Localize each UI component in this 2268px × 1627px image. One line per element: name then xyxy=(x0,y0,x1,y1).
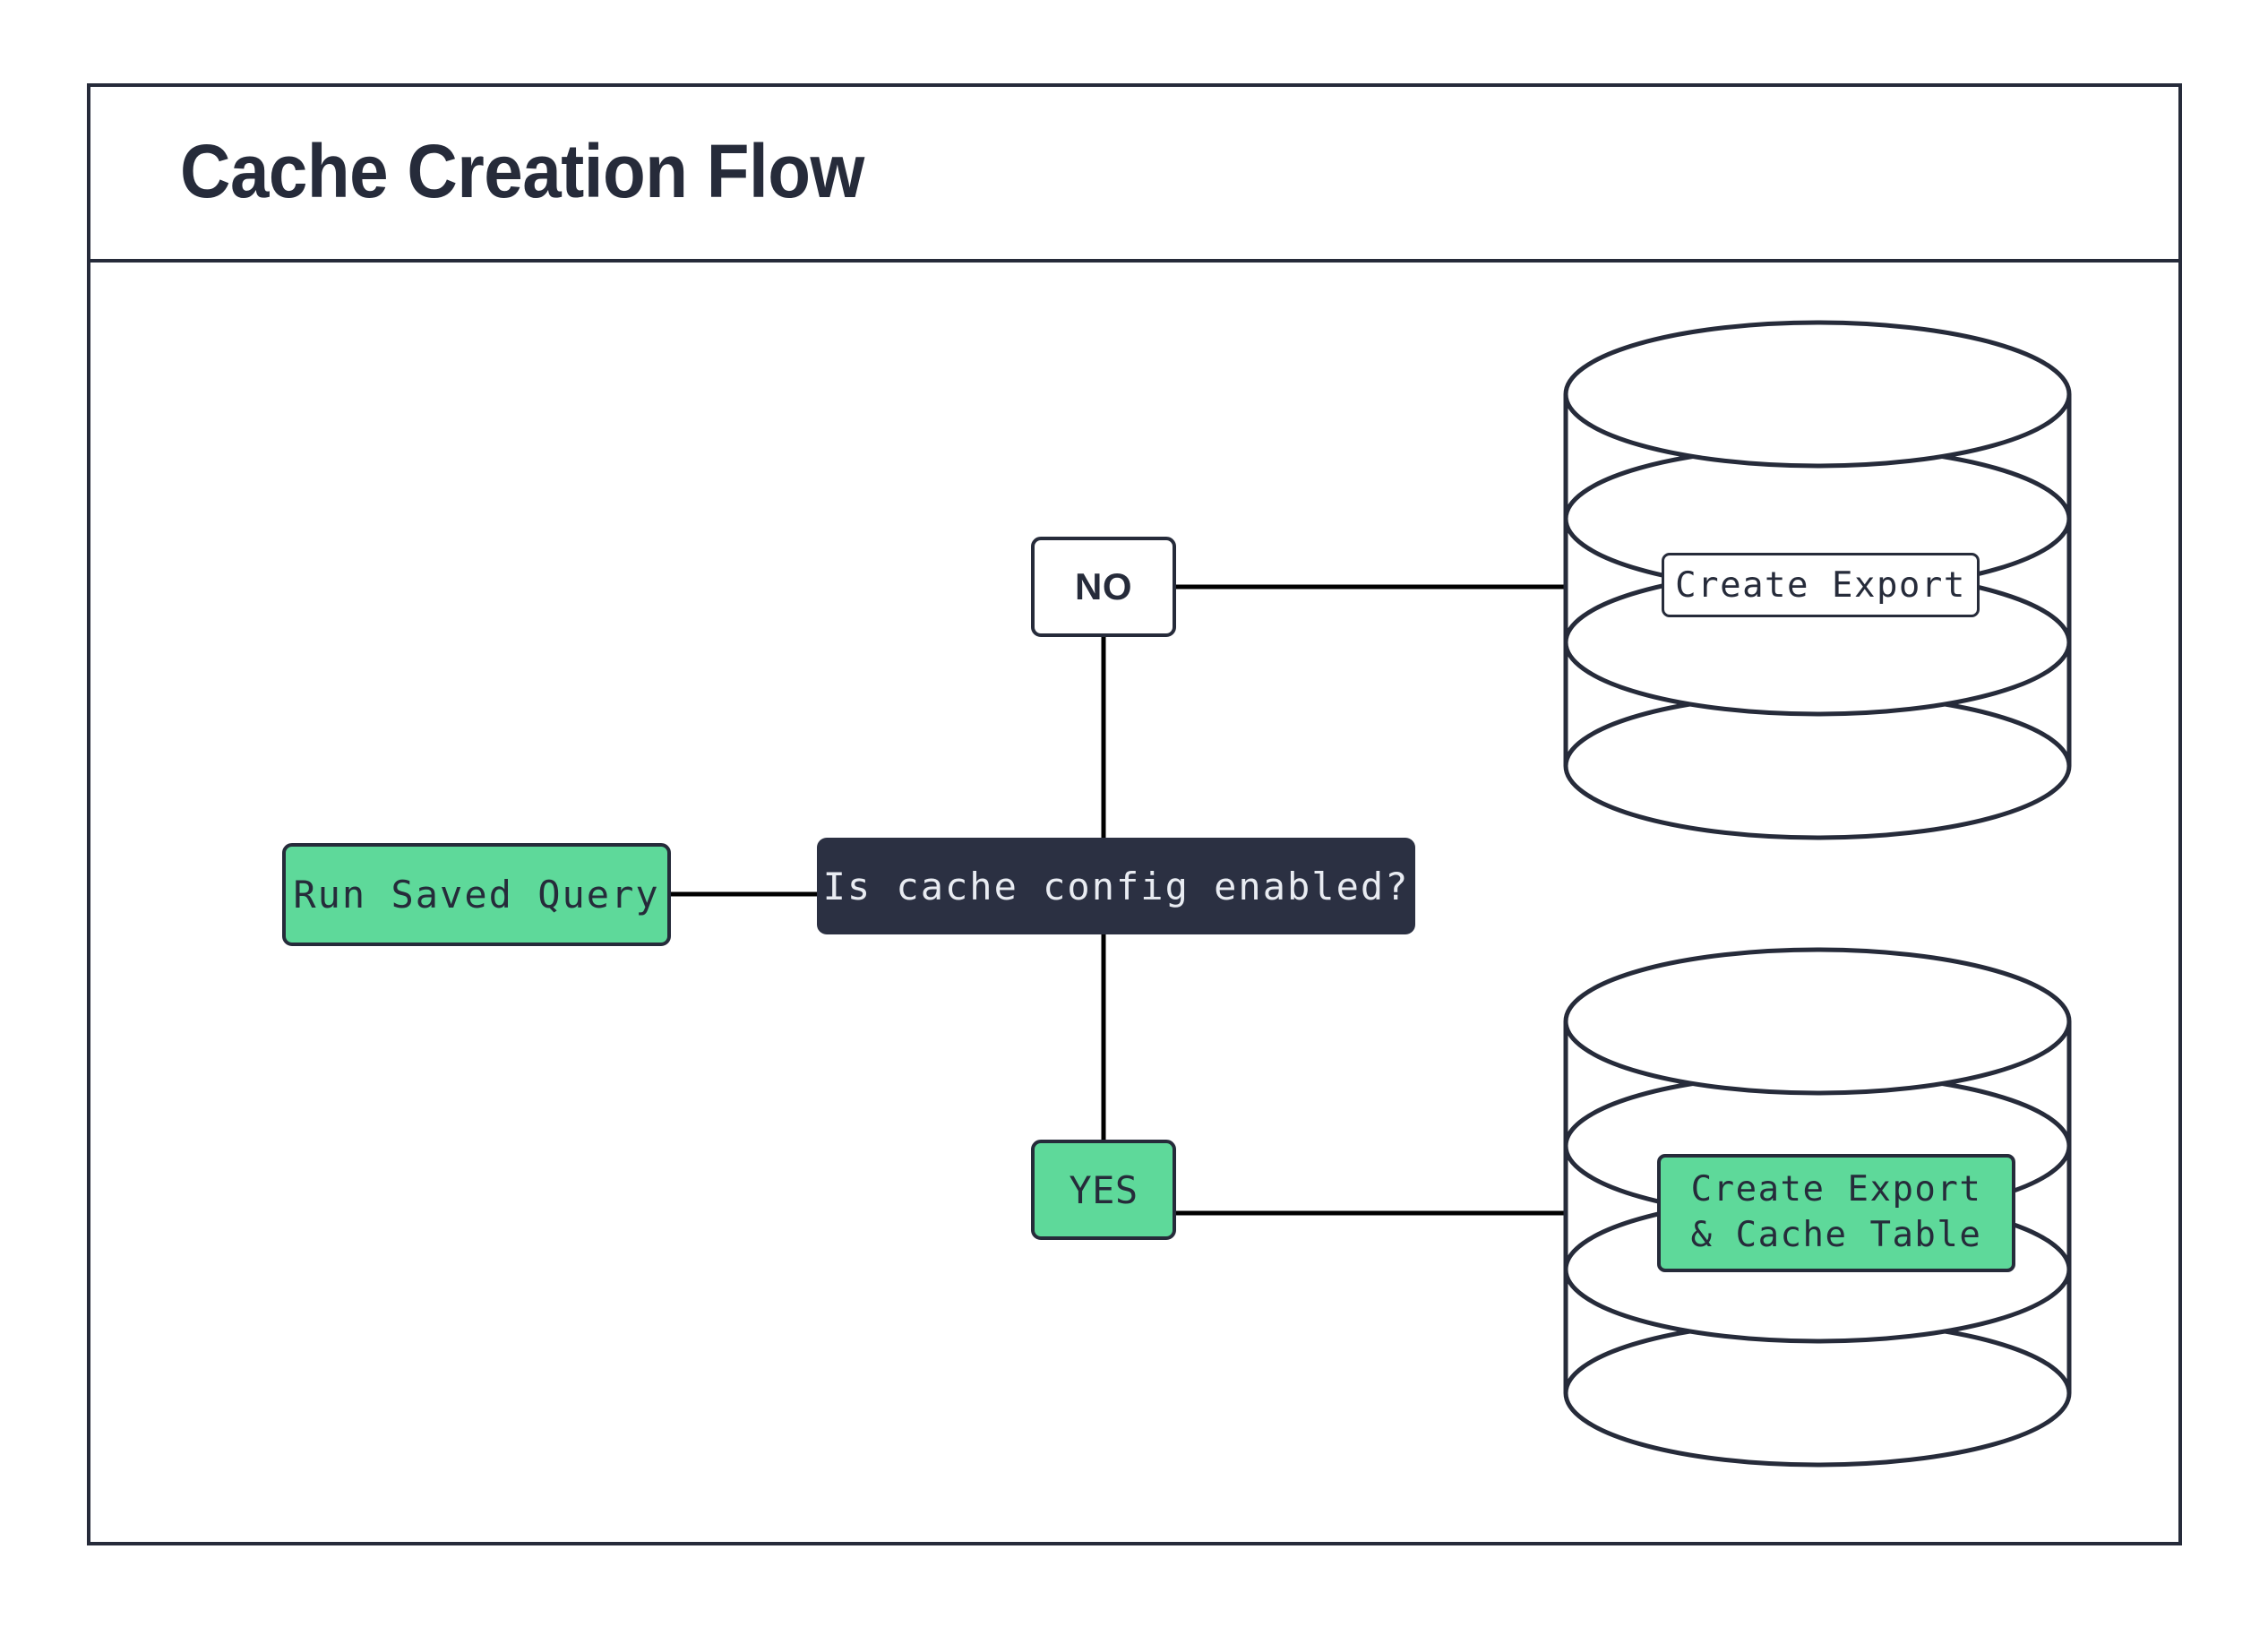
node-run-saved-query-label: Run Saved Query xyxy=(293,873,660,917)
node-database-export-label: Create Export xyxy=(1675,564,1966,606)
node-database-export-cache-label-box[interactable]: Create Export & Cache Table xyxy=(1657,1154,2015,1272)
node-branch-yes[interactable]: YES xyxy=(1031,1140,1176,1240)
diagram-frame xyxy=(87,83,2182,1545)
page-title: Cache Creation Flow xyxy=(180,129,864,213)
node-database-export-label-box[interactable]: Create Export xyxy=(1662,553,1980,617)
node-database-export-cache-label-line1: Create Export xyxy=(1690,1169,1982,1210)
node-decision-label: Is cache config enabled? xyxy=(822,864,1410,908)
diagram-title-bar: Cache Creation Flow xyxy=(87,83,2182,263)
node-branch-no[interactable]: NO xyxy=(1031,537,1176,637)
node-branch-yes-label: YES xyxy=(1069,1167,1138,1212)
node-decision-cache-config[interactable]: Is cache config enabled? xyxy=(817,838,1415,934)
node-run-saved-query[interactable]: Run Saved Query xyxy=(282,843,671,946)
node-branch-no-label: NO xyxy=(1075,565,1132,607)
node-database-export-cache-label-line2: & Cache Table xyxy=(1690,1215,1982,1255)
